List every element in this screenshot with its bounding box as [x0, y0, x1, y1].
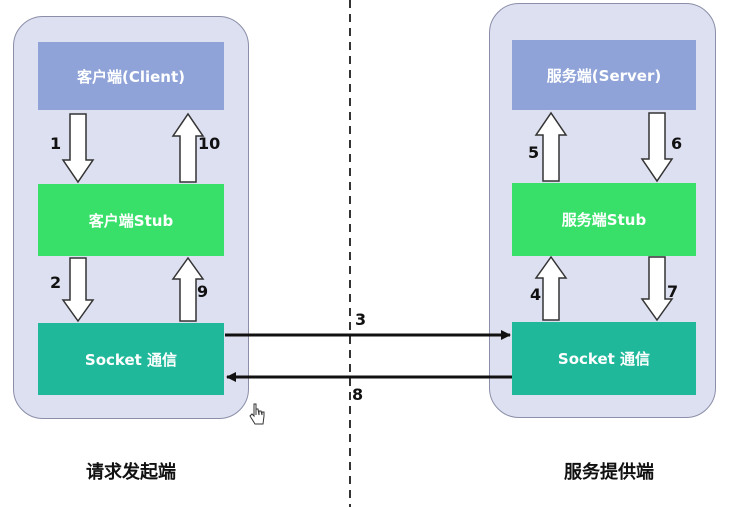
server-box: 服务端(Server) [512, 40, 696, 110]
server-side-label: 服务提供端 [564, 462, 654, 483]
server-socket-label: Socket 通信 [557, 350, 651, 368]
client-box-label: 客户端(Client) [76, 67, 186, 86]
client-stub-box: 客户端Stub [38, 184, 224, 256]
arrow-step-4 [534, 255, 568, 321]
arrow-step-9 [171, 256, 205, 322]
step-label-2: 2 [50, 273, 62, 292]
step-label-9: 9 [197, 282, 209, 301]
client-socket-box: Socket 通信 [38, 323, 224, 395]
arrow-step-2 [61, 257, 95, 323]
step-label-1: 1 [50, 134, 62, 153]
step-label-4: 4 [530, 285, 542, 304]
step-label-10: 10 [198, 134, 221, 153]
server-stub-label: 服务端Stub [561, 211, 647, 229]
step-label-7: 7 [667, 282, 679, 301]
step-label-8: 8 [352, 385, 364, 404]
server-socket-box: Socket 通信 [512, 322, 696, 395]
client-side-label: 请求发起端 [86, 462, 176, 483]
arrow-step-5 [534, 111, 568, 182]
server-stub-box: 服务端Stub [512, 183, 696, 256]
arrow-step-10 [171, 112, 205, 183]
server-box-label: 服务端(Server) [546, 66, 662, 85]
client-stub-label: 客户端Stub [88, 211, 174, 230]
step-label-6: 6 [671, 134, 683, 153]
client-box: 客户端(Client) [38, 42, 224, 110]
client-socket-label: Socket 通信 [84, 350, 178, 369]
step-label-5: 5 [528, 143, 540, 162]
step-label-3: 3 [355, 310, 367, 329]
hand-cursor-icon [249, 403, 265, 425]
arrow-step-6 [640, 112, 674, 183]
arrow-step-1 [61, 113, 95, 184]
arrow-step-7 [640, 256, 674, 322]
